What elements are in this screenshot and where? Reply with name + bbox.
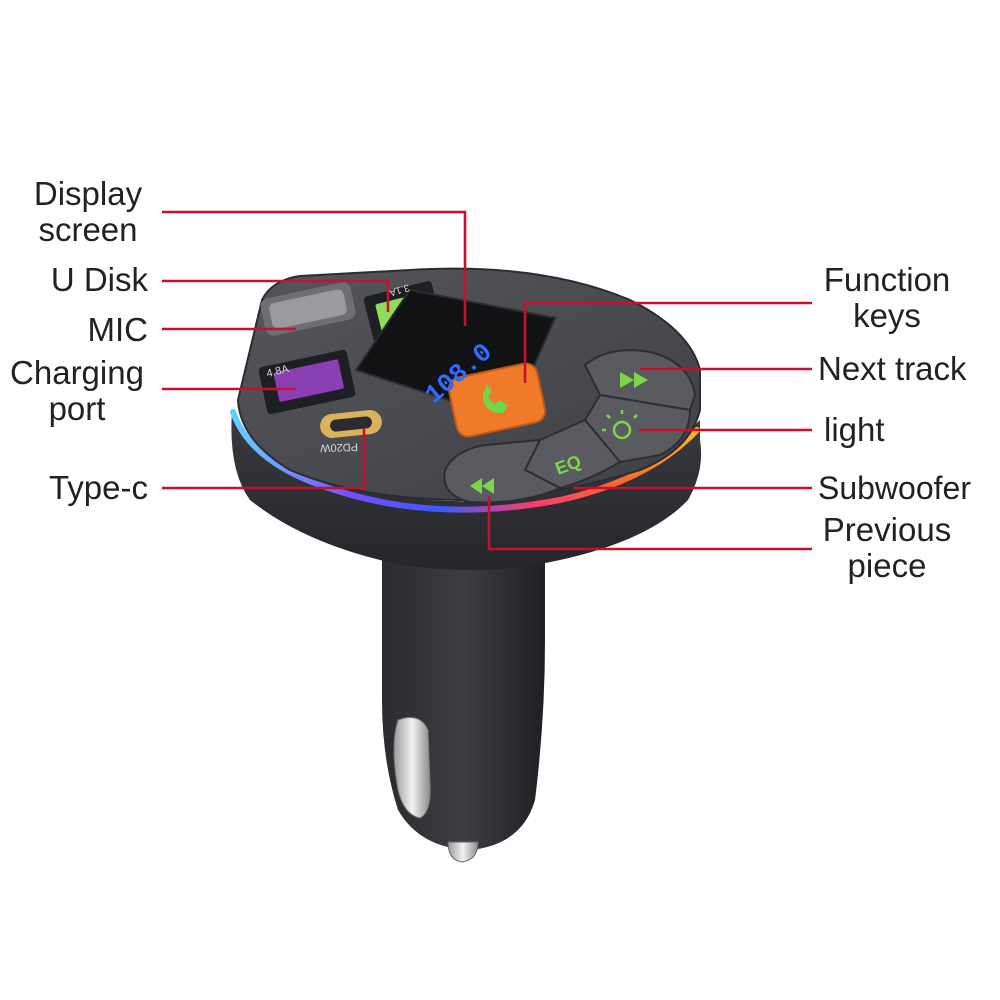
label-subwoofer: Subwoofer — [818, 470, 971, 506]
plug-barrel — [382, 560, 545, 863]
label-charging-port: Charging port — [2, 355, 152, 427]
label-previous-piece-line1: Previous — [822, 511, 952, 548]
light-key — [583, 393, 692, 464]
label-u-disk-text: U Disk — [50, 261, 148, 298]
label-previous-piece: Previous piece — [812, 512, 962, 584]
phone-icon — [483, 384, 508, 414]
button-cluster — [443, 349, 697, 504]
function-key — [447, 362, 547, 438]
label-type-c-text: Type-c — [48, 469, 148, 506]
label-light-text: light — [824, 411, 885, 448]
leader-u-disk — [162, 279, 390, 312]
label-subwoofer-text: Subwoofer — [818, 470, 971, 506]
label-display-screen-line1: Display — [33, 175, 143, 212]
label-charging-port-line1: Charging — [10, 354, 144, 391]
plug-side-spring — [393, 717, 431, 819]
label-next-track: Next track — [818, 351, 967, 387]
plug-tip — [447, 841, 479, 863]
usb-left-rating: 4.8A — [265, 363, 291, 380]
label-display-screen: Display screen — [26, 176, 150, 248]
leader-lines — [162, 210, 812, 551]
label-next-track-text: Next track — [818, 350, 967, 387]
rgb-light-strip — [230, 409, 700, 513]
usb-charging-port — [258, 349, 356, 415]
label-display-screen-line2: screen — [38, 211, 138, 248]
label-u-disk: U Disk — [20, 262, 148, 298]
label-function-keys-line1: Function — [823, 261, 951, 298]
next-track-icon — [620, 372, 648, 388]
previous-track-icon — [470, 478, 494, 494]
label-mic: MIC — [20, 311, 149, 348]
light-bulb-icon — [602, 410, 638, 440]
label-type-c: Type-c — [20, 470, 148, 506]
typec-rating: PD20W — [319, 440, 358, 453]
label-charging-port-line2: port — [48, 390, 106, 427]
leader-function-keys — [523, 301, 812, 383]
type-c-port — [320, 410, 382, 438]
label-function-keys-line2: keys — [853, 297, 921, 334]
label-function-keys: Function keys — [812, 262, 962, 334]
mic-grille — [260, 282, 356, 336]
label-mic-text: MIC — [87, 311, 149, 348]
leader-type-c — [162, 428, 366, 490]
label-light: light — [824, 412, 885, 448]
leader-previous-piece — [487, 496, 812, 551]
label-previous-piece-line2: piece — [847, 547, 927, 584]
leader-display-screen — [162, 210, 467, 326]
